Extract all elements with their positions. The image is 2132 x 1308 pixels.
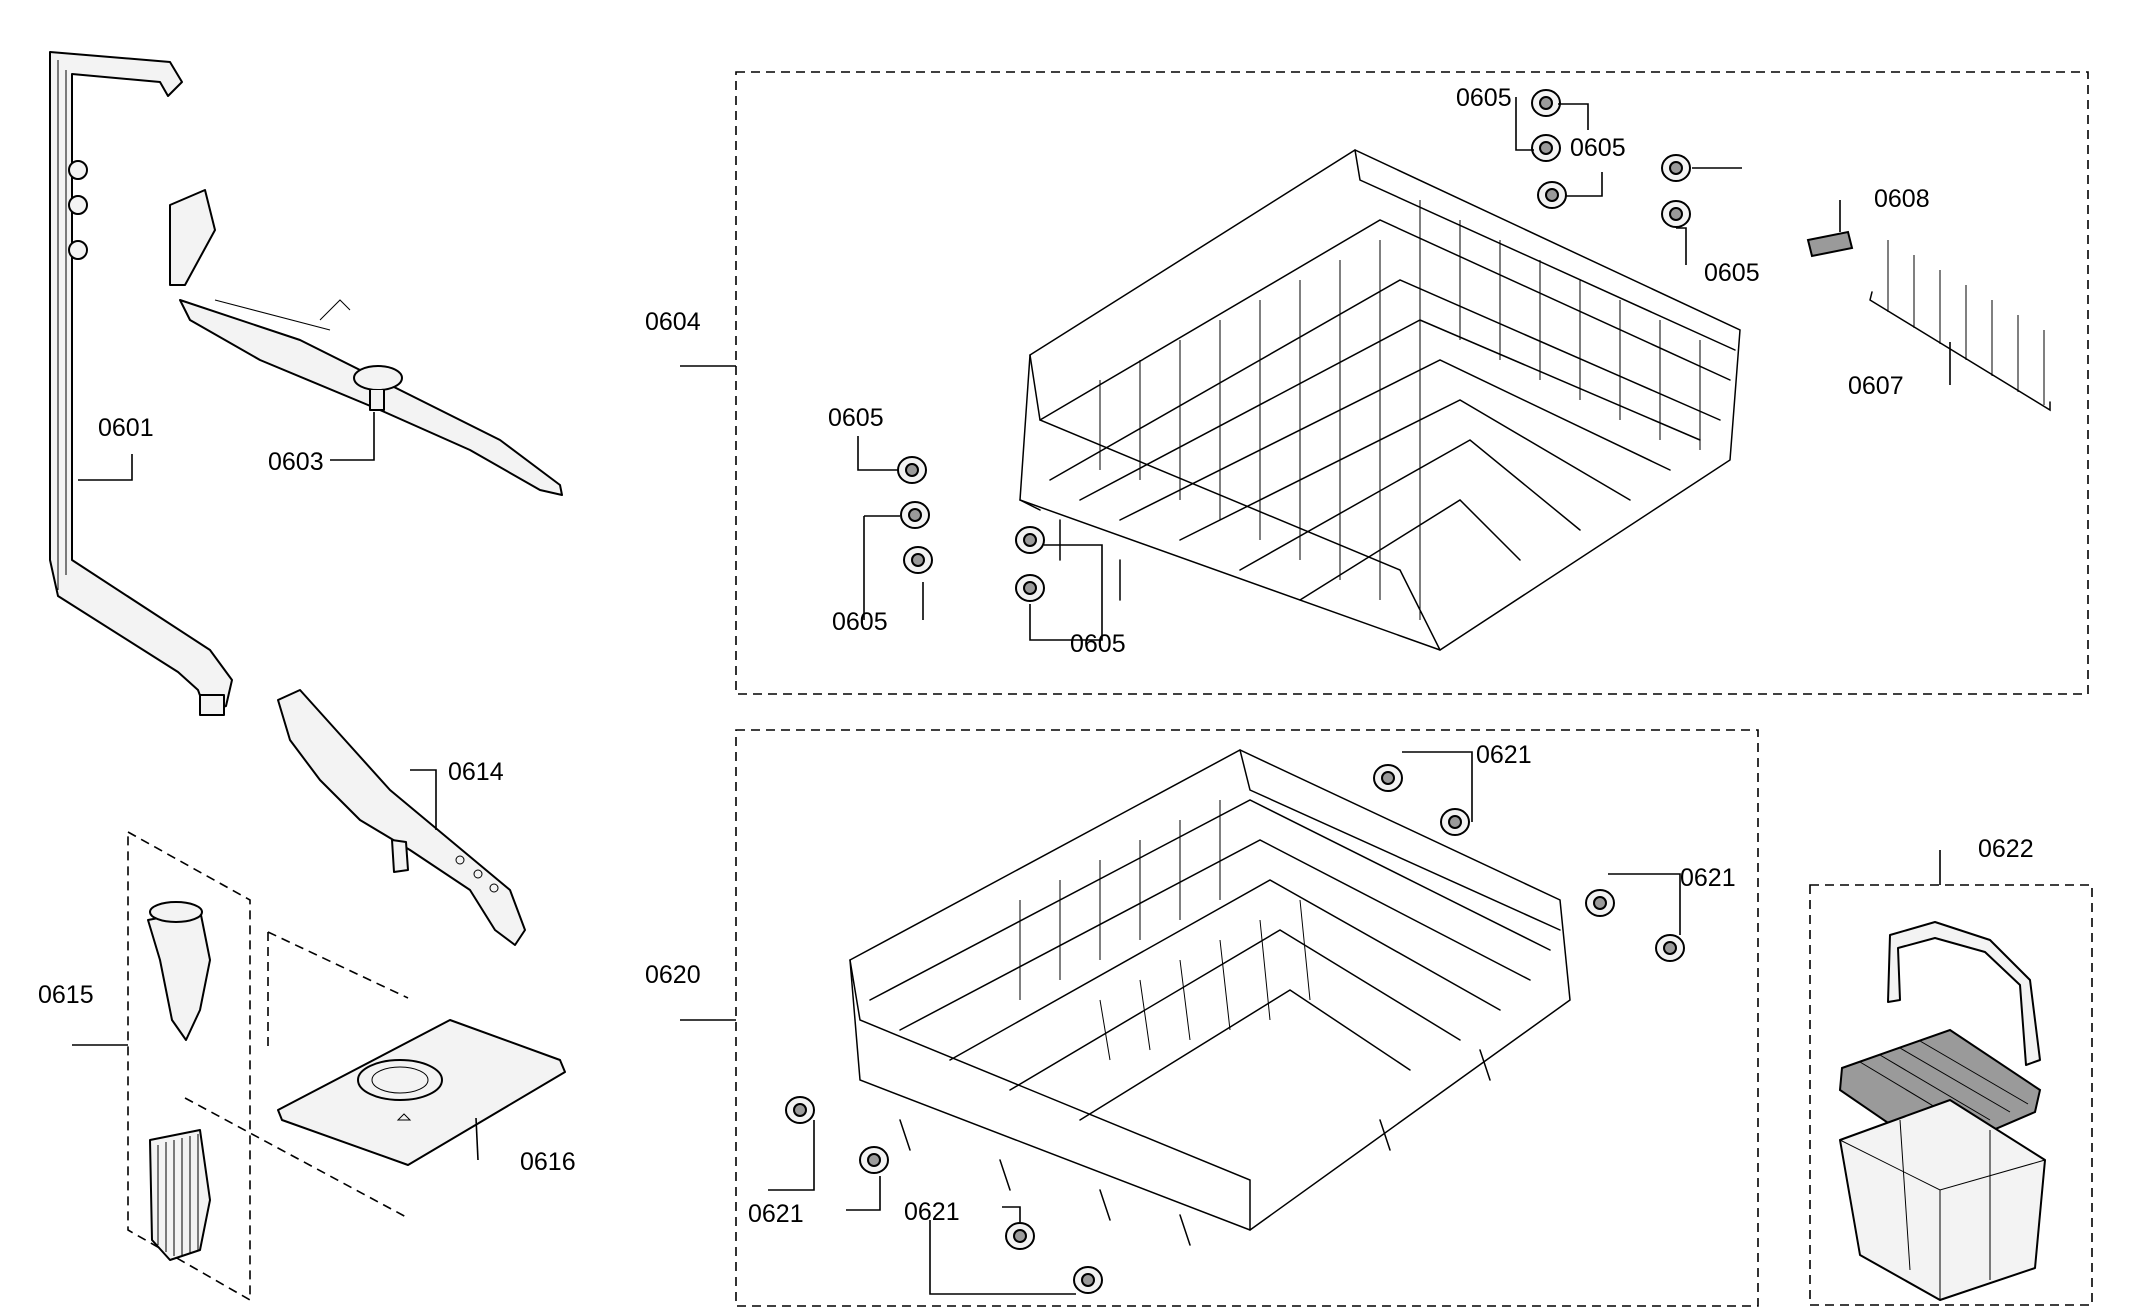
group-box-filter xyxy=(127,830,251,1302)
label-0605-b: 0605 xyxy=(1570,134,1626,162)
label-0620: 0620 xyxy=(645,961,701,989)
label-0601: 0601 xyxy=(98,414,154,442)
label-0607: 0607 xyxy=(1848,372,1904,400)
part-labels: 0601 0603 0604 0605 0605 0605 0605 0605 … xyxy=(38,84,2034,1228)
lower-rack xyxy=(849,749,1571,1246)
label-0615: 0615 xyxy=(38,981,94,1009)
cup-shelf xyxy=(1869,240,2051,412)
label-0605-d: 0605 xyxy=(828,404,884,432)
label-0621-c: 0621 xyxy=(748,1200,804,1228)
upper-spray-arm xyxy=(169,189,563,496)
label-0614: 0614 xyxy=(448,758,504,786)
label-0608: 0608 xyxy=(1874,185,1930,213)
group-box-lower-rack xyxy=(735,729,1759,1307)
label-0604: 0604 xyxy=(645,308,701,336)
cup-shelf-clip xyxy=(1806,230,1854,258)
lower-rack-rollers xyxy=(785,764,1685,1294)
label-0605-e: 0605 xyxy=(832,608,888,636)
label-0605-a: 0605 xyxy=(1456,84,1512,112)
lower-spray-arm xyxy=(277,689,526,946)
label-0605-c: 0605 xyxy=(1704,259,1760,287)
group-box-upper-rack xyxy=(735,71,2089,695)
spray-supply-tube xyxy=(49,51,233,716)
label-0621-d: 0621 xyxy=(904,1198,960,1226)
label-0621-b: 0621 xyxy=(1680,864,1736,892)
group-box-cutlery-basket xyxy=(1809,884,2093,1306)
upper-rack xyxy=(1019,149,1741,651)
leader-lines xyxy=(72,97,1951,1295)
group-box-filter-plate-guide xyxy=(184,931,409,1219)
upper-rack-rollers xyxy=(897,89,1691,602)
filter-assembly xyxy=(147,901,211,1261)
label-0622: 0622 xyxy=(1978,835,2034,863)
label-0621-a: 0621 xyxy=(1476,741,1532,769)
cutlery-basket xyxy=(1838,921,2046,1301)
label-0605-f: 0605 xyxy=(1070,630,1126,658)
label-0616: 0616 xyxy=(520,1148,576,1176)
label-0603: 0603 xyxy=(268,448,324,476)
filter-plate xyxy=(277,1019,566,1166)
